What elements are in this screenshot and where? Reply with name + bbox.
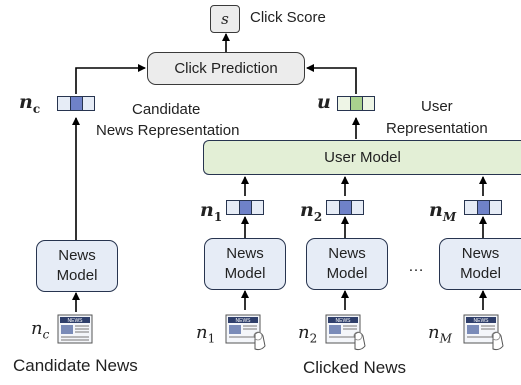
clicked-input-symbol-M: nM xyxy=(428,322,452,346)
click-prediction-box: Click Prediction xyxy=(147,52,305,85)
clicked-newspaper-icon-M: NEWS xyxy=(463,314,507,357)
candidate-news-vector xyxy=(57,96,95,111)
news-model-label-line1: News xyxy=(58,247,96,264)
clicked-newspaper-icon-1: NEWS xyxy=(225,314,269,357)
clicked-news-vector-2 xyxy=(326,200,364,215)
clicked-input-symbol-1: n1 xyxy=(196,322,216,346)
news-model-label-line1: News xyxy=(461,245,500,262)
candidate-vector-symbol: nc xyxy=(19,91,41,116)
newspaper-icon: NEWS xyxy=(57,314,97,355)
candidate-input-symbol: nc xyxy=(31,318,50,342)
user-vector-symbol: u xyxy=(317,91,331,113)
user-representation-vector xyxy=(337,96,375,111)
clicked-news-model-1: News Model xyxy=(204,238,286,290)
svg-text:NEWS: NEWS xyxy=(474,318,490,324)
clicked-vector-symbol-M: nM xyxy=(429,199,457,224)
candidate-representation-label-2: News Representation xyxy=(96,122,240,139)
ellipsis: … xyxy=(408,258,424,275)
arrow-user-to-prediction xyxy=(306,64,357,94)
clicked-news-model-2: News Model xyxy=(306,238,388,290)
news-model-label-line1: News xyxy=(328,245,366,262)
user-representation-label-1: User xyxy=(421,98,453,115)
clicked-news-title: Clicked News xyxy=(303,358,406,377)
clicked-input-symbol-2: n2 xyxy=(298,322,318,346)
user-representation-label-2: Representation xyxy=(386,120,488,137)
candidate-news-model: News Model xyxy=(36,240,118,292)
candidate-representation-label-1: Candidate xyxy=(132,101,201,118)
click-score-label: Click Score xyxy=(250,9,326,26)
news-model-label-line2: Model xyxy=(326,265,368,282)
svg-text:NEWS: NEWS xyxy=(68,318,84,324)
clicked-newspaper-icon-2: NEWS xyxy=(325,314,369,357)
news-model-label-line1: News xyxy=(226,245,264,262)
news-model-label-line2: Model xyxy=(460,265,501,282)
clicked-vector-symbol-1: n1 xyxy=(200,199,223,224)
clicked-news-model-M: News Model xyxy=(439,238,521,290)
clicked-vector-symbol-2: n2 xyxy=(300,199,323,224)
news-model-label-line2: Model xyxy=(56,267,98,284)
clicked-news-vector-1 xyxy=(226,200,264,215)
clicked-news-vector-M xyxy=(464,200,502,215)
arrow-candidate-to-prediction xyxy=(75,64,146,94)
candidate-news-title: Candidate News xyxy=(13,356,138,375)
user-model-box: User Model xyxy=(203,140,521,175)
news-model-label-line2: Model xyxy=(224,265,266,282)
svg-text:NEWS: NEWS xyxy=(336,318,352,324)
svg-text:NEWS: NEWS xyxy=(236,318,252,324)
click-score-box: s xyxy=(210,5,240,33)
